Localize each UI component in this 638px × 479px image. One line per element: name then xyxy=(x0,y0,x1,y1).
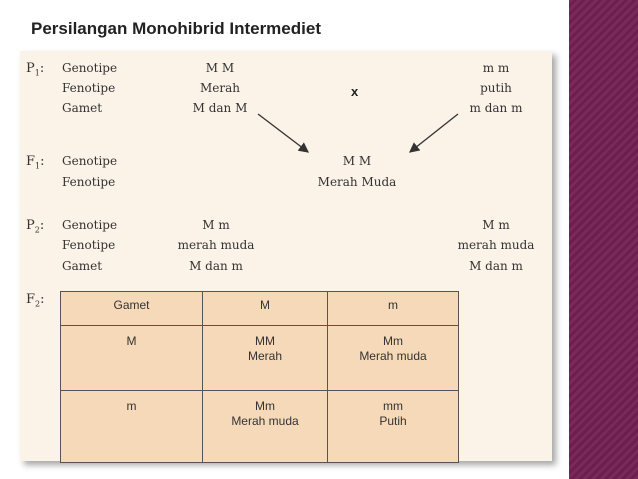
f1-fenotipe-value: Merah Muda xyxy=(317,175,397,189)
cross-arrows xyxy=(257,113,459,153)
punnett-cell-mm: mm Putih xyxy=(327,390,459,463)
punnett-row-m: m Mm Merah muda mm Putih xyxy=(60,390,459,463)
punnett-header-m: m xyxy=(327,291,459,326)
f1-genotipe-value: M M xyxy=(342,154,372,168)
p1-fenotipe-left: Merah xyxy=(199,81,241,95)
punnett-row-M: M MM Merah Mm Merah muda xyxy=(60,325,459,391)
p2-genotipe-left: M m xyxy=(202,218,230,232)
p1-genotipe-left: M M xyxy=(205,61,235,75)
p1-gamet-right: m dan m xyxy=(469,101,523,115)
cell-phenotype: Merah xyxy=(247,349,282,363)
arrow-left xyxy=(257,113,310,153)
p1-gamet-label: Gamet xyxy=(62,101,103,115)
punnett-cell-Mm-bottom: Mm Merah muda xyxy=(202,390,328,463)
p1-gamet-left: M dan M xyxy=(192,101,248,115)
cell-genotype: Mm xyxy=(255,399,275,413)
content-panel: P1: Genotipe Fenotipe Gamet M M Merah M … xyxy=(20,51,552,463)
p2-genotipe-right: M m xyxy=(482,218,510,232)
cell-phenotype: Merah muda xyxy=(359,349,427,363)
punnett-header-gamet: Gamet xyxy=(60,291,203,326)
f1-fenotipe-label: Fenotipe xyxy=(62,175,116,189)
slide-title: Persilangan Monohibrid Intermediet xyxy=(31,19,321,38)
p2-fenotipe-right: merah muda xyxy=(457,238,535,252)
cell-genotype: Mm xyxy=(383,334,403,348)
f1-genotipe-label: Genotipe xyxy=(62,154,118,168)
p1-fenotipe-right: putih xyxy=(480,81,512,95)
p1-generation-label: P1: xyxy=(26,61,45,78)
cell-genotype: MM xyxy=(255,334,275,348)
punnett-row-M-gamete: M xyxy=(60,325,203,391)
f2-generation-label: F2: xyxy=(26,292,45,309)
punnett-header-M: M xyxy=(202,291,328,326)
punnett-row-m-gamete: m xyxy=(60,390,203,463)
p2-gamet-right: M dan m xyxy=(469,259,523,273)
p2-gamet-left: M dan m xyxy=(189,259,243,273)
p2-fenotipe-label: Fenotipe xyxy=(62,238,116,252)
p2-genotipe-label: Genotipe xyxy=(62,218,118,232)
decorative-side-bar xyxy=(569,0,638,479)
p1-genotipe-right: m m xyxy=(482,61,510,75)
p1-genotipe-label: Genotipe xyxy=(62,61,118,75)
cross-symbol: x xyxy=(351,84,359,99)
punnett-cell-Mm-top: Mm Merah muda xyxy=(327,325,459,391)
f1-generation-label: F1: xyxy=(26,154,45,171)
cell-phenotype: Putih xyxy=(379,414,407,428)
p2-generation-label: P2: xyxy=(26,218,45,235)
p2-fenotipe-left: merah muda xyxy=(177,238,255,252)
punnett-cell-MM: MM Merah xyxy=(202,325,328,391)
p2-gamet-label: Gamet xyxy=(62,259,103,273)
cell-genotype: mm xyxy=(383,399,403,413)
p1-fenotipe-label: Fenotipe xyxy=(62,81,116,95)
cell-phenotype: Merah muda xyxy=(231,414,299,428)
punnett-square: Gamet M m M MM Merah Mm Merah muda m Mm … xyxy=(60,291,459,463)
arrow-right xyxy=(408,113,459,153)
punnett-header-row: Gamet M m xyxy=(60,291,459,326)
